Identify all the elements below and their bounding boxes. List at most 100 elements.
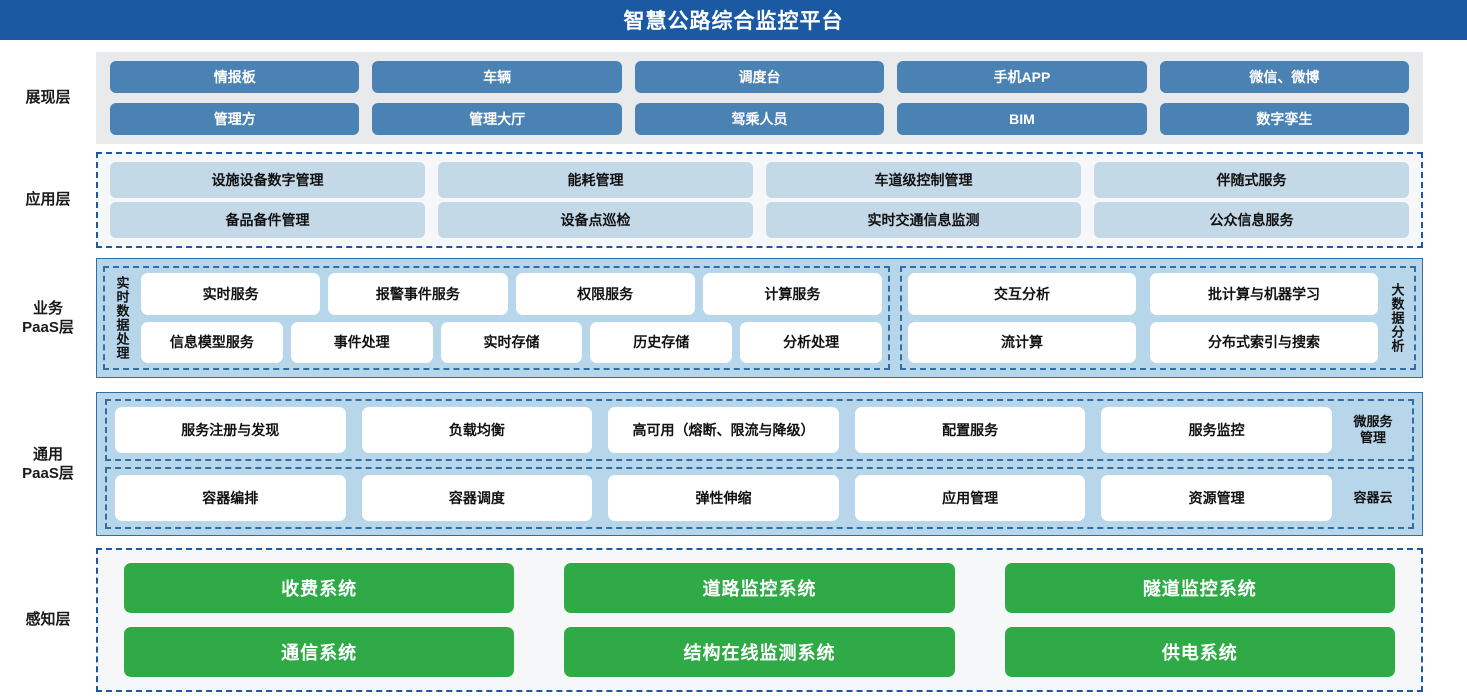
sense-box-road-monitoring-system[interactable]: 道路监控系统: [564, 563, 955, 613]
group-realtime-data-processing: 实时数据处理 实时服务 报警事件服务 权限服务 计算服务 信息模型服务 事件处理…: [103, 266, 890, 370]
group-microservice-management: 服务注册与发现 负载均衡 高可用（熔断、限流与降级） 配置服务 服务监控 微服务…: [105, 399, 1414, 461]
display-row-2: 管理方 管理大厅 驾乘人员 BIM 数字孪生: [110, 103, 1410, 135]
realtime-row-1: 实时服务 报警事件服务 权限服务 计算服务: [141, 273, 882, 315]
big-data-analysis-label: 大数据分析: [1389, 283, 1405, 353]
cell-container-scheduling[interactable]: 容器调度: [361, 475, 593, 521]
app-box-energy-mgmt[interactable]: 能耗管理: [438, 162, 753, 198]
cell-application-management[interactable]: 应用管理: [854, 475, 1086, 521]
sensing-row-1: 收费系统 道路监控系统 隧道监控系统: [124, 563, 1395, 613]
business-paas-panel: 实时数据处理 实时服务 报警事件服务 权限服务 计算服务 信息模型服务 事件处理…: [96, 258, 1423, 378]
display-layer-label: 展现层: [0, 52, 96, 144]
page-title: 智慧公路综合监控平台: [623, 10, 844, 33]
bigdata-row-1: 交互分析 批计算与机器学习: [908, 273, 1378, 315]
group-big-data-analysis: 交互分析 批计算与机器学习 流计算 分布式索引与搜索 大数据分析: [900, 266, 1416, 370]
display-box-shuziliansheng[interactable]: 数字孪生: [1159, 103, 1410, 135]
sensing-layer-panel: 收费系统 道路监控系统 隧道监控系统 通信系统 结构在线监测系统 供电系统: [96, 548, 1423, 692]
cell-elastic-scaling[interactable]: 弹性伸缩: [608, 475, 839, 521]
application-layer-label-text: 应用层: [25, 191, 71, 209]
application-row-1: 设施设备数字管理 能耗管理 车道级控制管理 伴随式服务: [110, 162, 1409, 198]
sense-box-communication-system[interactable]: 通信系统: [124, 627, 515, 677]
microservice-management-label: 微服务 管理: [1342, 407, 1404, 453]
app-box-public-info-service[interactable]: 公众信息服务: [1094, 202, 1409, 238]
display-box-bim[interactable]: BIM: [897, 103, 1147, 135]
bigdata-row-2: 流计算 分布式索引与搜索: [908, 321, 1378, 363]
general-paas-layer-row: 通用 PaaS层 服务注册与发现 负载均衡 高可用（熔断、限流与降级） 配置服务…: [0, 392, 1467, 536]
display-box-jiachengrenyuan[interactable]: 驾乘人员: [634, 103, 885, 135]
general-paas-layer-label: 通用 PaaS层: [0, 392, 96, 536]
sense-box-toll-system[interactable]: 收费系统: [124, 563, 515, 613]
cell-load-balancing[interactable]: 负载均衡: [361, 407, 593, 453]
business-paas-label-line1: 业务: [32, 299, 63, 317]
sense-box-power-supply-system[interactable]: 供电系统: [1004, 627, 1395, 677]
app-box-device-inspection[interactable]: 设备点巡检: [438, 202, 753, 238]
business-paas-label-line2: PaaS层: [22, 319, 74, 336]
cell-service-registry-discovery[interactable]: 服务注册与发现: [115, 407, 346, 453]
display-layer-body: 情报板 车辆 调度台 手机APP 微信、微博 管理方 管理大厅 驾乘人员 BIM…: [96, 52, 1423, 144]
cell-realtime-service[interactable]: 实时服务: [141, 273, 321, 315]
display-box-guanlifang[interactable]: 管理方: [110, 103, 360, 135]
container-cloud-cells: 容器编排 容器调度 弹性伸缩 应用管理 资源管理: [115, 475, 1332, 521]
cell-history-storage[interactable]: 历史存储: [590, 321, 733, 363]
cell-batch-compute-ml[interactable]: 批计算与机器学习: [1150, 273, 1378, 315]
display-row-1: 情报板 车辆 调度台 手机APP 微信、微博: [110, 61, 1410, 93]
cell-stream-compute[interactable]: 流计算: [908, 321, 1136, 363]
display-layer-label-text: 展现层: [25, 89, 71, 107]
cell-compute-service[interactable]: 计算服务: [702, 273, 882, 315]
container-cloud-label-line1: 容器云: [1353, 489, 1393, 505]
app-box-facility-digital-mgmt[interactable]: 设施设备数字管理: [110, 162, 425, 198]
display-box-weixin-weibo[interactable]: 微信、微博: [1159, 61, 1410, 93]
microservice-label-line2: 管理: [1359, 430, 1386, 445]
cell-info-model-service[interactable]: 信息模型服务: [141, 321, 283, 363]
sense-box-structure-online-monitoring-system[interactable]: 结构在线监测系统: [564, 627, 955, 677]
cell-permission-service[interactable]: 权限服务: [515, 273, 695, 315]
display-box-qingbaoban[interactable]: 情报板: [110, 61, 360, 93]
general-paas-label-line2: PaaS层: [22, 465, 74, 482]
application-layer-body: 设施设备数字管理 能耗管理 车道级控制管理 伴随式服务 备品备件管理 设备点巡检…: [96, 152, 1423, 248]
cell-event-processing[interactable]: 事件处理: [290, 321, 433, 363]
business-paas-layer-body: 实时数据处理 实时服务 报警事件服务 权限服务 计算服务 信息模型服务 事件处理…: [96, 258, 1423, 378]
group-container-cloud: 容器编排 容器调度 弹性伸缩 应用管理 资源管理 容器云: [105, 467, 1414, 529]
cell-interactive-analysis[interactable]: 交互分析: [908, 273, 1136, 315]
business-paas-layer-label: 业务 PaaS层: [0, 258, 96, 378]
realtime-data-processing-cells: 实时服务 报警事件服务 权限服务 计算服务 信息模型服务 事件处理 实时存储 历…: [141, 273, 882, 363]
page-header: 智慧公路综合监控平台: [0, 0, 1467, 40]
general-paas-layer-body: 服务注册与发现 负载均衡 高可用（熔断、限流与降级） 配置服务 服务监控 微服务…: [96, 392, 1423, 536]
cell-distributed-index-search[interactable]: 分布式索引与搜索: [1150, 321, 1378, 363]
application-layer-row: 应用层 设施设备数字管理 能耗管理 车道级控制管理 伴随式服务 备品备件管理 设…: [0, 152, 1467, 248]
app-box-lane-control-mgmt[interactable]: 车道级控制管理: [766, 162, 1081, 198]
sensing-row-2: 通信系统 结构在线监测系统 供电系统: [124, 627, 1395, 677]
container-cloud-label: 容器云: [1342, 475, 1404, 521]
display-box-diaodutai[interactable]: 调度台: [634, 61, 885, 93]
app-box-spare-parts-mgmt[interactable]: 备品备件管理: [110, 202, 425, 238]
application-layer-label: 应用层: [0, 152, 96, 248]
sensing-layer-label: 感知层: [0, 548, 96, 692]
cell-config-service[interactable]: 配置服务: [854, 407, 1086, 453]
application-layer-panel: 设施设备数字管理 能耗管理 车道级控制管理 伴随式服务 备品备件管理 设备点巡检…: [96, 152, 1423, 248]
general-paas-label-line1: 通用: [32, 445, 63, 463]
sensing-layer-body: 收费系统 道路监控系统 隧道监控系统 通信系统 结构在线监测系统 供电系统: [96, 548, 1423, 692]
business-paas-layer-row: 业务 PaaS层 实时数据处理 实时服务 报警事件服务 权限服务 计算服务: [0, 258, 1467, 378]
app-box-realtime-traffic-info[interactable]: 实时交通信息监测: [766, 202, 1081, 238]
cell-realtime-storage[interactable]: 实时存储: [440, 321, 583, 363]
cell-container-orchestration[interactable]: 容器编排: [115, 475, 346, 521]
realtime-data-processing-label: 实时数据处理: [114, 276, 130, 360]
microservice-cells: 服务注册与发现 负载均衡 高可用（熔断、限流与降级） 配置服务 服务监控: [115, 407, 1332, 453]
realtime-row-2: 信息模型服务 事件处理 实时存储 历史存储 分析处理: [141, 321, 882, 363]
sensing-layer-label-text: 感知层: [25, 611, 71, 629]
cell-alarm-event-service[interactable]: 报警事件服务: [328, 273, 508, 315]
big-data-analysis-cells: 交互分析 批计算与机器学习 流计算 分布式索引与搜索: [908, 273, 1378, 363]
general-paas-panel: 服务注册与发现 负载均衡 高可用（熔断、限流与降级） 配置服务 服务监控 微服务…: [96, 392, 1423, 536]
display-layer-row: 展现层 情报板 车辆 调度台 手机APP 微信、微博 管理方 管理大厅 驾乘人员…: [0, 52, 1467, 144]
sense-box-tunnel-monitoring-system[interactable]: 隧道监控系统: [1004, 563, 1395, 613]
app-box-companion-service[interactable]: 伴随式服务: [1094, 162, 1409, 198]
display-layer-panel: 情报板 车辆 调度台 手机APP 微信、微博 管理方 管理大厅 驾乘人员 BIM…: [96, 52, 1423, 144]
display-box-cheliang[interactable]: 车辆: [372, 61, 622, 93]
cell-resource-management[interactable]: 资源管理: [1101, 475, 1332, 521]
cell-analysis-processing[interactable]: 分析处理: [740, 321, 882, 363]
display-box-shoujiapp[interactable]: 手机APP: [897, 61, 1147, 93]
cell-service-monitoring[interactable]: 服务监控: [1101, 407, 1332, 453]
display-box-guanliditing[interactable]: 管理大厅: [372, 103, 622, 135]
cell-high-availability[interactable]: 高可用（熔断、限流与降级）: [608, 407, 839, 453]
sensing-layer-row: 感知层 收费系统 道路监控系统 隧道监控系统 通信系统 结构在线监测系统 供电系…: [0, 548, 1467, 692]
